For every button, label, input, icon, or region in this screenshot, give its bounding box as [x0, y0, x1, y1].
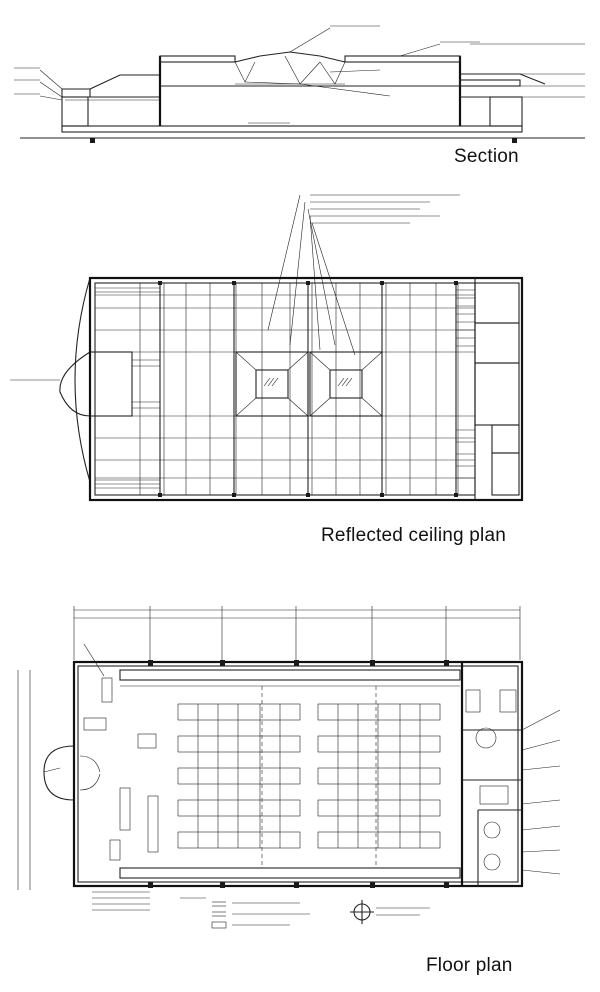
section-caption: Section — [454, 146, 519, 167]
table-block-right — [317, 703, 441, 849]
floor-plan-panel: Floor plan — [0, 590, 600, 992]
section-drawing — [14, 25, 585, 143]
ceiling-plan-drawing — [10, 194, 524, 502]
ceiling-caption: Reflected ceiling plan — [321, 525, 507, 546]
skylight-left — [235, 351, 309, 417]
section-panel: Section — [0, 0, 600, 180]
floor-caption: Floor plan — [426, 955, 513, 976]
ceiling-plan-panel: Reflected ceiling plan — [0, 180, 600, 560]
floor-plan-drawing — [17, 606, 561, 929]
skylight-right — [309, 351, 383, 417]
table-block-left — [177, 703, 301, 849]
